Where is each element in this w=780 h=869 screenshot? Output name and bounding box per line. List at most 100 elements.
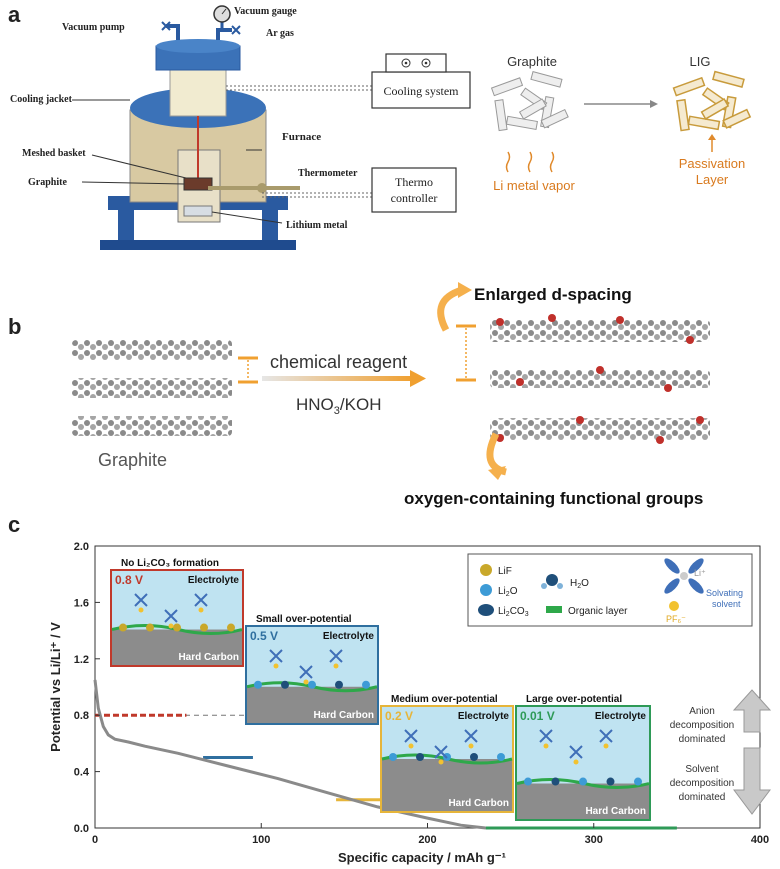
solvating-icon	[664, 558, 704, 594]
ar-valve-icon	[231, 25, 241, 35]
panel-c-label: c	[8, 512, 21, 537]
furnace-diagram: Vacuum pump Vacuum gauge Ar gas Cooling …	[10, 5, 752, 250]
pf6-ion	[468, 743, 474, 749]
y-tick-label: 0.4	[74, 767, 90, 779]
x-tick-label: 0	[92, 834, 98, 846]
y-axis-label: Potential vs Li/Li⁺ / V	[48, 622, 63, 752]
cooling-system-box	[371, 71, 471, 109]
x-axis-label: Specific capacity / mAh g⁻¹	[338, 850, 506, 865]
oxidized-layer-1	[490, 320, 710, 342]
legend: LiF Li2O Li2CO3 H2O Organic layer Li⁺ So…	[467, 553, 753, 627]
lif-label: LiF	[498, 566, 512, 577]
sei-particle	[200, 623, 208, 632]
li2o-icon	[480, 584, 492, 596]
sei-particle	[470, 753, 478, 761]
chemical-diagram: Enlarged d-spacing chemical reagent HNO3…	[72, 282, 710, 508]
panel-b: b	[0, 270, 780, 510]
pf6-ion	[303, 679, 309, 685]
cooling-system-top	[385, 53, 447, 73]
anion-label-1: Anion	[689, 706, 715, 717]
hno3-label: HNO3/KOH	[296, 395, 381, 417]
li2o-label: Li2O	[498, 586, 518, 598]
solvated-ion	[329, 649, 343, 663]
y-tick-label: 0.0	[74, 823, 89, 835]
inset-electrolyte: Electrolyte	[595, 711, 647, 722]
inset-carbon: Hard Carbon	[178, 652, 239, 663]
graphite-label-a: Graphite	[28, 177, 67, 188]
sei-particle	[362, 680, 370, 689]
sei-particle	[497, 753, 505, 761]
thermo-controller-box	[371, 167, 457, 213]
inset-title: Large over-potential	[526, 694, 622, 705]
pf6-ion	[543, 743, 549, 749]
solvated-ion	[404, 729, 418, 743]
panel-b-label: b	[8, 314, 22, 339]
thermometer-bulb	[257, 183, 267, 193]
meshed-basket-shape	[183, 177, 213, 191]
inset-title: Small over-potential	[256, 614, 352, 625]
inset-title: No Li₂CO₃ formation	[121, 558, 219, 569]
graphite-title: Graphite	[507, 54, 557, 69]
x-tick-label: 100	[252, 834, 270, 846]
x-tick-label: 300	[585, 834, 603, 846]
inset-voltage: 0.2 V	[385, 709, 413, 723]
cooling-jacket-label: Cooling jacket	[10, 94, 73, 105]
pf6-ion	[333, 663, 339, 669]
thermometer-label: Thermometer	[298, 168, 358, 179]
inset-voltage: 0.8 V	[115, 573, 143, 587]
oxygen-groups-label: oxygen-containing functional groups	[404, 489, 703, 508]
inset-electrolyte: Electrolyte	[323, 631, 375, 642]
vapor-arrows	[505, 151, 555, 173]
inset-voltage: 0.01 V	[520, 709, 555, 723]
pf6-ion	[573, 759, 579, 765]
inset-title: Medium over-potential	[391, 694, 498, 705]
hard-carbon-layer	[517, 783, 649, 819]
sei-particle	[254, 680, 262, 689]
solvated-ion	[164, 609, 178, 623]
lithium-shape	[183, 205, 213, 217]
lif-icon	[480, 564, 492, 576]
graphite-particle	[490, 70, 569, 132]
solvated-ion	[464, 729, 478, 743]
vacuum-valve-icon	[161, 21, 171, 31]
solvent-dec-label-1: Solvent	[685, 764, 719, 775]
lid-top	[156, 39, 240, 53]
gauge-needle	[221, 8, 227, 15]
passivation-label-1: Passivation	[679, 156, 745, 171]
oxidized-layer-3	[490, 418, 710, 440]
li2co3-icon	[478, 604, 494, 616]
sei-particle	[281, 680, 289, 689]
up-arrow-icon	[732, 689, 772, 733]
inset-electrolyte: Electrolyte	[458, 711, 510, 722]
pf6-ion	[408, 743, 414, 749]
solvent-label: solvent	[712, 599, 741, 609]
solvent-dec-label-2: decomposition	[670, 778, 734, 789]
vacuum-gauge-label: Vacuum gauge	[234, 6, 297, 17]
sei-particle	[146, 623, 154, 632]
panel-a: a	[0, 0, 780, 270]
sei-particle	[119, 623, 127, 632]
x-tick-label: 400	[751, 834, 769, 846]
solvated-ion	[539, 729, 553, 743]
li-plus-label: Li⁺	[694, 568, 706, 578]
panel-a-label: a	[8, 2, 21, 27]
knob-icon-left	[401, 58, 411, 68]
inset-carbon: Hard Carbon	[448, 798, 509, 809]
sei-particle	[308, 680, 316, 689]
graphite-label-b: Graphite	[98, 450, 167, 470]
y-tick-label: 2.0	[74, 541, 89, 553]
sei-particle	[579, 777, 587, 786]
solvated-ion	[194, 593, 208, 607]
stand-bottom	[100, 240, 296, 250]
pf6-ion	[198, 607, 204, 613]
vacuum-pump-label: Vacuum pump	[62, 22, 125, 33]
thermo-controller-label-2: controller	[391, 191, 438, 205]
sei-particle	[335, 680, 343, 689]
anion-label-2: decomposition	[670, 720, 734, 731]
y-tick-label: 1.6	[74, 597, 89, 609]
pf6-ion	[138, 607, 144, 613]
